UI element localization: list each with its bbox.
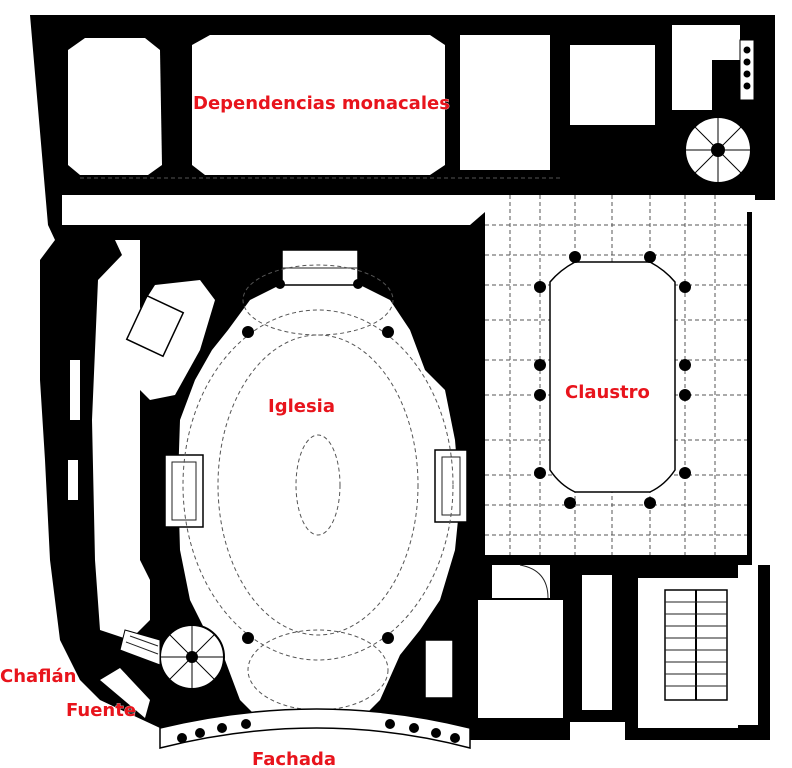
cloister-columns [534, 251, 691, 509]
spiral-stair-northeast [684, 39, 755, 184]
room-south-1 [478, 600, 563, 718]
room-dependencias [192, 35, 445, 175]
apse-oval [242, 264, 394, 336]
label-dependencias-monacales: Dependencias monacales [193, 93, 450, 114]
claustro-area [485, 195, 747, 555]
side-chapel-west [164, 454, 204, 528]
fachada-area [159, 708, 471, 749]
room-top-right-2 [570, 45, 655, 125]
chaflan-wall-cut [100, 668, 150, 718]
east-strip [738, 565, 758, 725]
label-fuente: Fuente [66, 700, 136, 721]
label-fachada: Fachada [252, 749, 336, 768]
spiral-stair-southwest [119, 624, 225, 690]
cloister-courtyard [549, 261, 676, 493]
nave-oval-outer [182, 309, 454, 661]
chapel-northwest [120, 280, 215, 400]
west-window-1 [70, 360, 80, 420]
nave-oval-center [295, 434, 341, 536]
label-claustro: Claustro [565, 382, 650, 403]
iglesia-area [164, 249, 468, 720]
label-chaflan: Chaflán [0, 666, 76, 687]
dependencias-monacales-rooms [68, 25, 740, 175]
straight-stair [664, 589, 728, 701]
side-chapel-east [434, 449, 468, 523]
label-iglesia: Iglesia [268, 396, 335, 417]
southeast-rooms [478, 564, 758, 728]
nave-oval-inner [217, 334, 419, 636]
west-window-2 [68, 460, 78, 500]
room-top-right-3 [672, 25, 740, 110]
room-top-left [68, 38, 162, 175]
church-piers [242, 279, 394, 644]
church-nave [178, 285, 460, 720]
stair-landing [492, 565, 550, 598]
room-south-2 [582, 575, 612, 710]
side-chapel-southeast [424, 639, 454, 699]
room-top-right-1 [460, 35, 550, 170]
chapel-altar-nw [125, 294, 185, 358]
